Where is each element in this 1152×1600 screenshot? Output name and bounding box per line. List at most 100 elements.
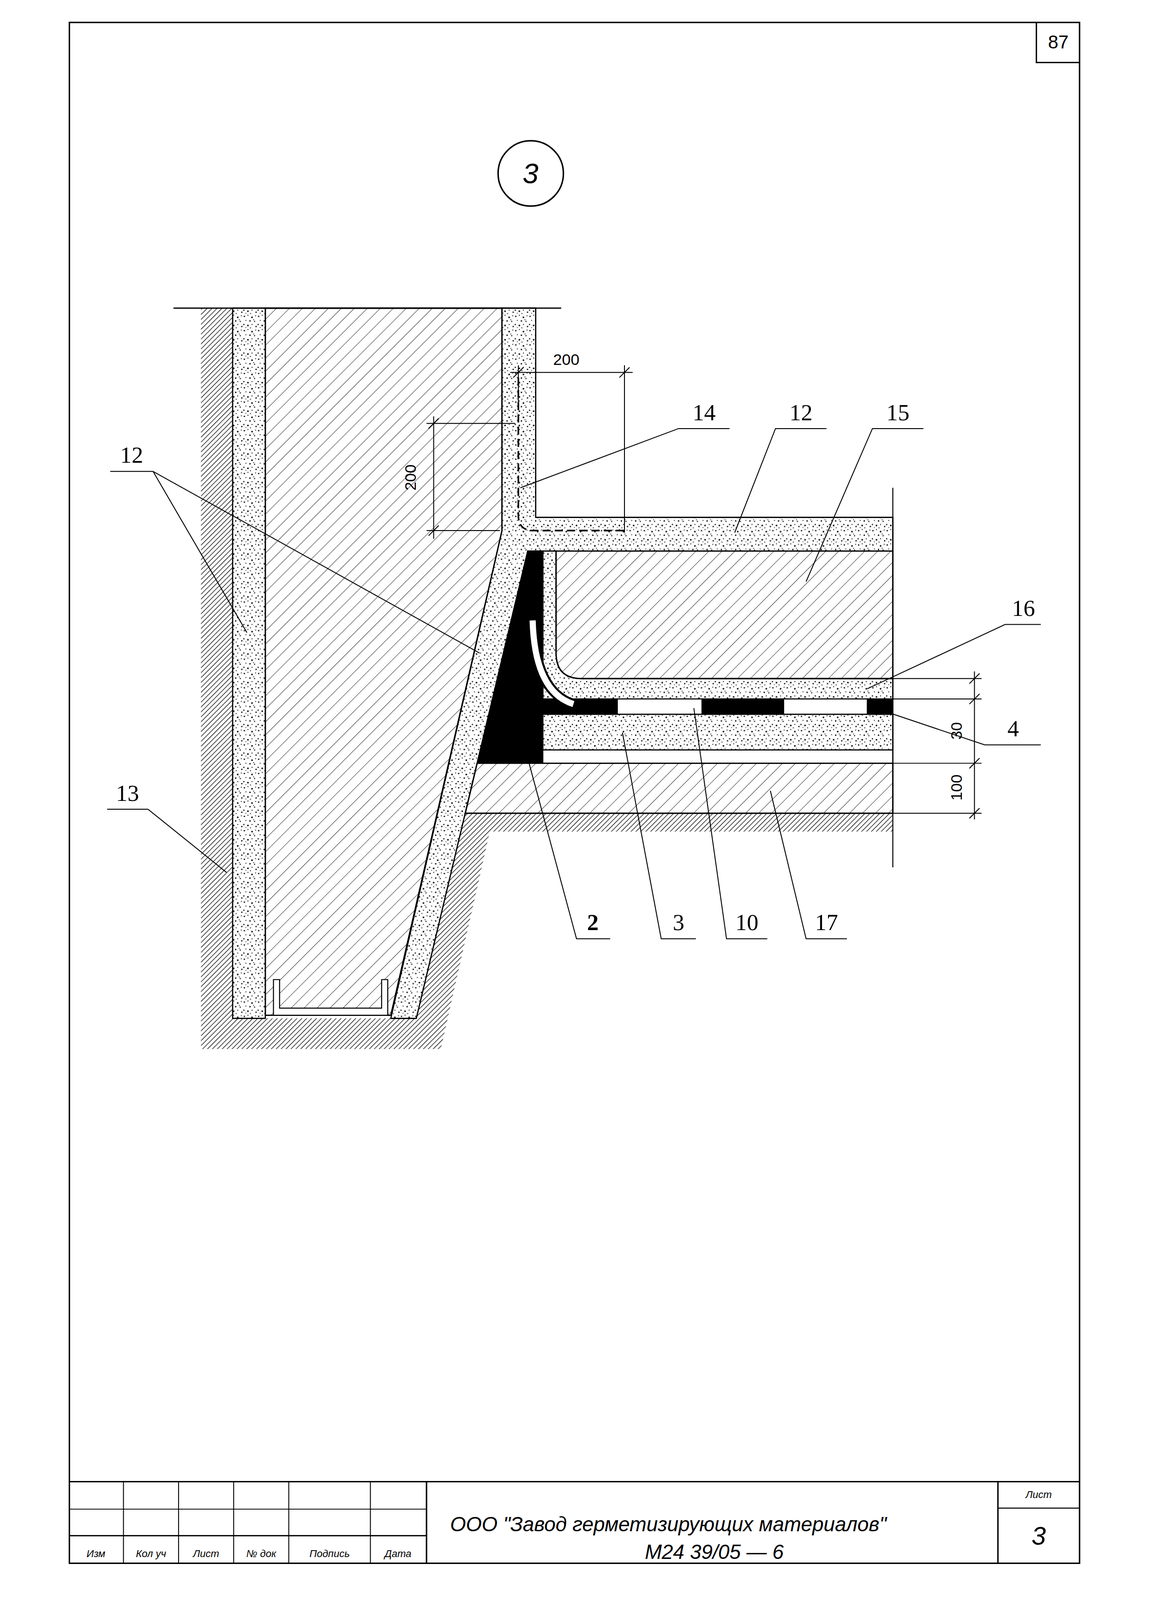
title-block-field: Лист bbox=[1025, 1490, 1052, 1501]
title-block bbox=[997, 1508, 1080, 1510]
title-block-field: Изм bbox=[86, 1548, 106, 1560]
title-block-field: Кол уч bbox=[135, 1549, 167, 1560]
callout-number: 3 bbox=[672, 911, 685, 935]
title-block-field: Изм bbox=[86, 1549, 106, 1560]
dimension-line bbox=[969, 673, 980, 684]
membrane-band bbox=[702, 699, 784, 715]
dimension-line bbox=[428, 525, 439, 536]
leader-line bbox=[622, 732, 696, 940]
separation-layer bbox=[542, 750, 893, 764]
dimension-line bbox=[892, 762, 982, 764]
dimension-line bbox=[969, 808, 980, 819]
callout-number: 12 bbox=[789, 401, 813, 425]
sheet-frame bbox=[69, 22, 1080, 1565]
page-number-box: 87 bbox=[1035, 22, 1080, 64]
dimension-line bbox=[619, 367, 630, 378]
title-block bbox=[69, 1509, 427, 1511]
leader-line bbox=[693, 708, 768, 940]
dimension-line bbox=[513, 367, 524, 378]
concrete-wall bbox=[265, 308, 503, 1016]
callout-number: 4 bbox=[1007, 717, 1020, 741]
detail-number: 3 bbox=[522, 159, 539, 188]
dimension-line bbox=[892, 698, 982, 700]
callout-number: 17 bbox=[815, 911, 839, 935]
leader-line bbox=[872, 707, 1041, 746]
sealing-profile bbox=[532, 620, 574, 705]
dimension-line bbox=[428, 418, 439, 429]
title-block-field: Лист bbox=[192, 1548, 220, 1560]
callout-number: 17 bbox=[815, 909, 839, 936]
document-code: М24 39/05 — 6 bbox=[644, 1541, 784, 1564]
company-name: ООО "Завод герметизирующих материалов" bbox=[450, 1514, 887, 1536]
dimension-value: 200 bbox=[402, 464, 419, 492]
title-block bbox=[370, 1482, 372, 1564]
leader-line bbox=[153, 471, 480, 654]
title-block-field: № док bbox=[246, 1548, 277, 1560]
callout-number: 10 bbox=[735, 909, 759, 936]
concrete-base bbox=[465, 763, 893, 814]
title-block bbox=[997, 1482, 999, 1564]
dimension-line bbox=[433, 416, 435, 539]
callout-number: 15 bbox=[886, 401, 910, 425]
title-block-field: Лист bbox=[1025, 1489, 1052, 1501]
circle-outline bbox=[498, 140, 564, 207]
title-block-field: Дата bbox=[384, 1548, 412, 1560]
callout-number: 3 bbox=[672, 909, 685, 936]
break-line bbox=[892, 487, 894, 868]
leader-line bbox=[867, 624, 1041, 690]
sheet-number: 3 bbox=[1031, 1521, 1046, 1551]
title-block bbox=[123, 1482, 125, 1564]
callout-number: 15 bbox=[886, 399, 910, 426]
title-block-field: Дата bbox=[384, 1549, 412, 1560]
leader-line bbox=[525, 750, 611, 940]
callout-number: 16 bbox=[1011, 596, 1035, 620]
callout-number: 13 bbox=[115, 780, 139, 807]
title-block-field: Подпись bbox=[309, 1548, 350, 1560]
title-block bbox=[288, 1482, 290, 1564]
sealing-profile bbox=[532, 620, 574, 705]
dimension-line bbox=[969, 758, 980, 769]
callout-number: 14 bbox=[692, 401, 716, 425]
dimension-value: 200 bbox=[553, 350, 580, 369]
membrane-band bbox=[542, 699, 893, 715]
callout-number: 10 bbox=[735, 911, 759, 935]
title-block bbox=[69, 1535, 427, 1537]
title-block bbox=[69, 1481, 1080, 1483]
leader-line bbox=[110, 471, 247, 633]
soil-hatch bbox=[201, 308, 894, 1050]
dimension-line bbox=[973, 671, 975, 820]
dimension-line bbox=[892, 813, 982, 815]
membrane-band bbox=[783, 699, 868, 715]
callout-number: 16 bbox=[1011, 595, 1035, 622]
dimension-line bbox=[426, 365, 982, 820]
dimension-value: 200 bbox=[401, 464, 420, 492]
dimension-value: 30 bbox=[948, 722, 965, 740]
soil-hatch bbox=[201, 308, 894, 1050]
membrane-band bbox=[867, 699, 893, 715]
title-block bbox=[233, 1482, 234, 1564]
detail-marker: 3 bbox=[497, 139, 565, 208]
channel-profile bbox=[273, 979, 388, 1016]
callout-number: 12 bbox=[120, 442, 144, 468]
title-block bbox=[69, 1482, 1080, 1564]
screed-layer bbox=[542, 714, 893, 750]
company-name: ООО "Завод герметизирующих материалов" bbox=[450, 1513, 887, 1536]
protective-layer bbox=[232, 308, 266, 1019]
page-number: 87 bbox=[1048, 32, 1069, 52]
leader-line bbox=[806, 428, 924, 582]
slab-wrap-layer bbox=[542, 551, 893, 700]
callout-number: 12 bbox=[789, 399, 813, 426]
callout-number: 2 bbox=[587, 911, 599, 935]
title-block-field: № док bbox=[246, 1549, 277, 1560]
document-code: М24 39/05 — 6 bbox=[644, 1542, 784, 1563]
dimension-line bbox=[892, 678, 982, 680]
title-block-field: Лист bbox=[192, 1549, 220, 1560]
dimension-value: 100 bbox=[948, 774, 965, 802]
leader-line bbox=[734, 428, 827, 534]
leader-line bbox=[107, 809, 227, 873]
dimension-line bbox=[969, 694, 980, 705]
membrane-band bbox=[542, 699, 618, 715]
